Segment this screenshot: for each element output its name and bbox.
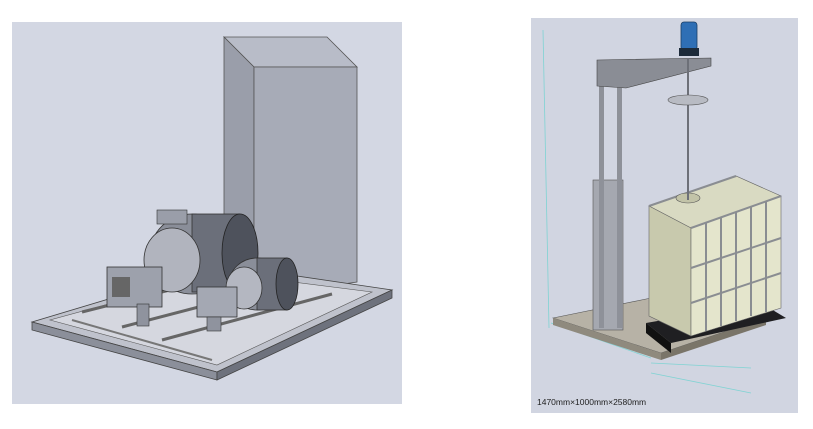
ibc-tank-illustration: [542, 21, 786, 394]
ibc-tank-mixer-render: 1470mm×1000mm×2580mm: [531, 18, 798, 413]
mixer-motor: [679, 21, 699, 56]
ibc-tank: [648, 175, 782, 337]
pump-heads: [106, 266, 238, 332]
large-motor: [143, 209, 259, 295]
dimension-caption: 1470mm×1000mm×2580mm: [537, 397, 647, 407]
mixer-shaft: [667, 58, 709, 200]
pump-skid-render: [12, 22, 402, 404]
lifting-frame: [592, 57, 712, 331]
pump-skid-illustration: [30, 36, 394, 381]
